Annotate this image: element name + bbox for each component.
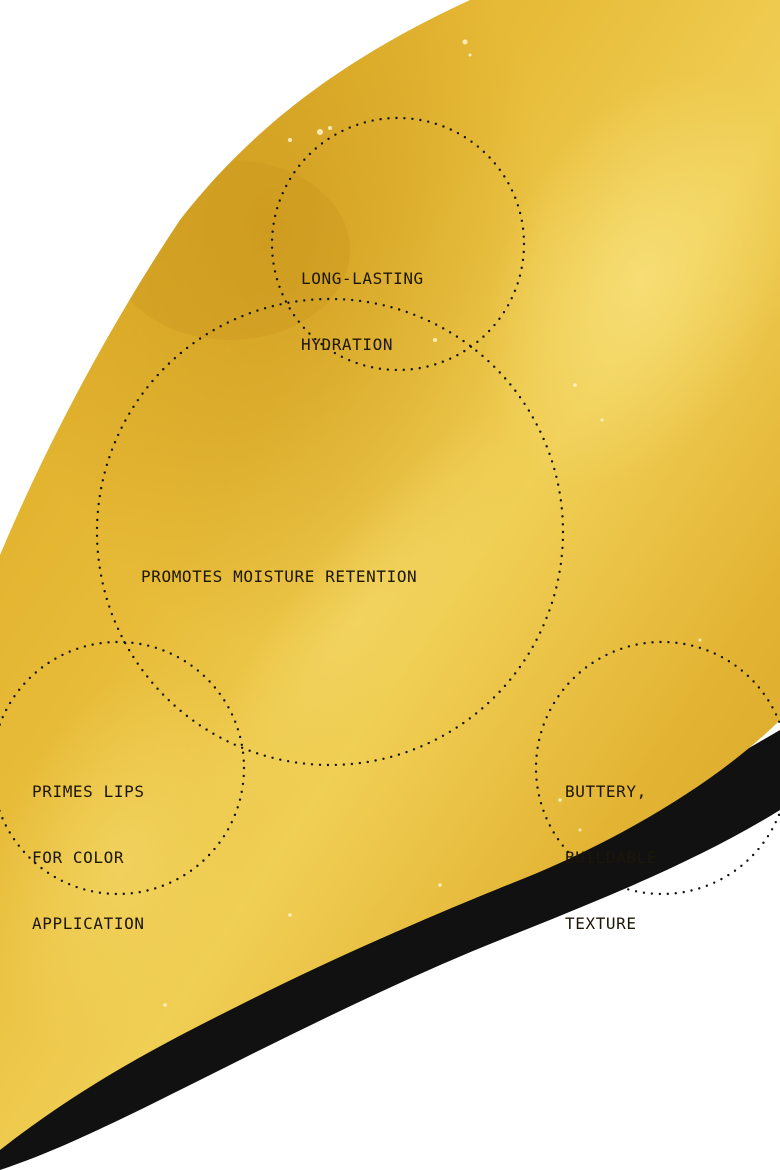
callout-line: BUTTERY, [565,782,647,801]
callout-line: PROMOTES MOISTURE RETENTION [141,567,418,586]
callout-line: PRIMES LIPS [32,782,145,801]
callout-ring-moisture [95,297,565,767]
callout-line: TEXTURE [565,914,637,933]
callout-long-lasting-hydration: LONG-LASTING HYDRATION [301,224,424,400]
callout-primes-lips: PRIMES LIPS FOR COLOR APPLICATION [32,737,145,979]
callout-line: LONG-LASTING [301,269,424,288]
swatch-shadow [0,730,780,1170]
callout-ring-primes [0,640,246,896]
callout-line: APPLICATION [32,914,145,933]
callout-buttery-buildable-texture: BUTTERY, BUILDABLE TEXTURE [565,737,657,979]
callout-line: BUILDABLE [565,848,658,867]
callout-promotes-moisture-retention: PROMOTES MOISTURE RETENTION [141,522,417,632]
callout-ring-hydration [270,116,526,372]
callout-line: FOR COLOR [32,848,125,867]
callout-line: HYDRATION [301,335,394,354]
